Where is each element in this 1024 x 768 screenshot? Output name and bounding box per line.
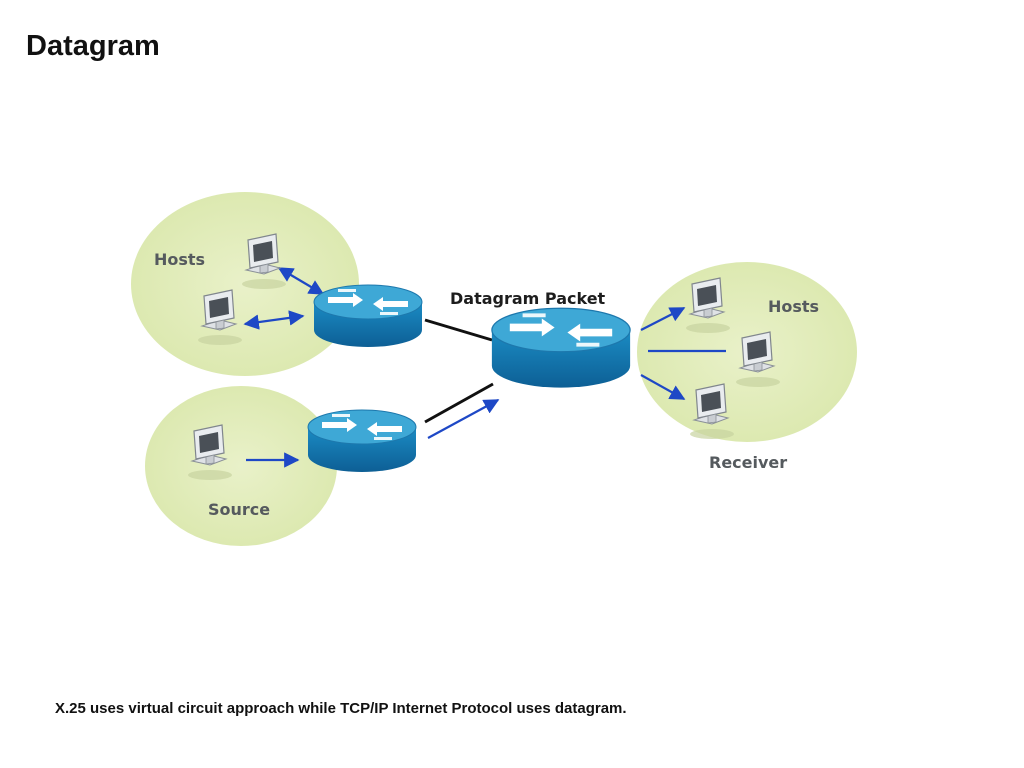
hosts-left-label: Hosts (154, 250, 205, 269)
footnote-text: X.25 uses virtual circuit approach while… (55, 700, 627, 717)
link-router-source-to-main (424, 382, 494, 424)
source-label: Source (208, 500, 270, 519)
arrow-main-to-receiver-host3 (640, 374, 686, 400)
link-router-hosts-to-main (424, 318, 493, 342)
slide-title: Datagram (26, 30, 160, 62)
arrow-host2-router (243, 310, 305, 330)
arrow-main-to-receiver-host1 (640, 307, 686, 331)
router-icon (491, 307, 631, 389)
arrow-packet-to-main-router (427, 399, 500, 439)
hosts-right-label: Hosts (768, 297, 819, 316)
datagram-packet-label: Datagram Packet (450, 289, 606, 308)
receiver-label: Receiver (709, 453, 787, 472)
arrow-host1-router (277, 267, 325, 295)
router-icon (307, 409, 417, 473)
router-icon (313, 284, 423, 348)
zone-source (145, 386, 337, 546)
